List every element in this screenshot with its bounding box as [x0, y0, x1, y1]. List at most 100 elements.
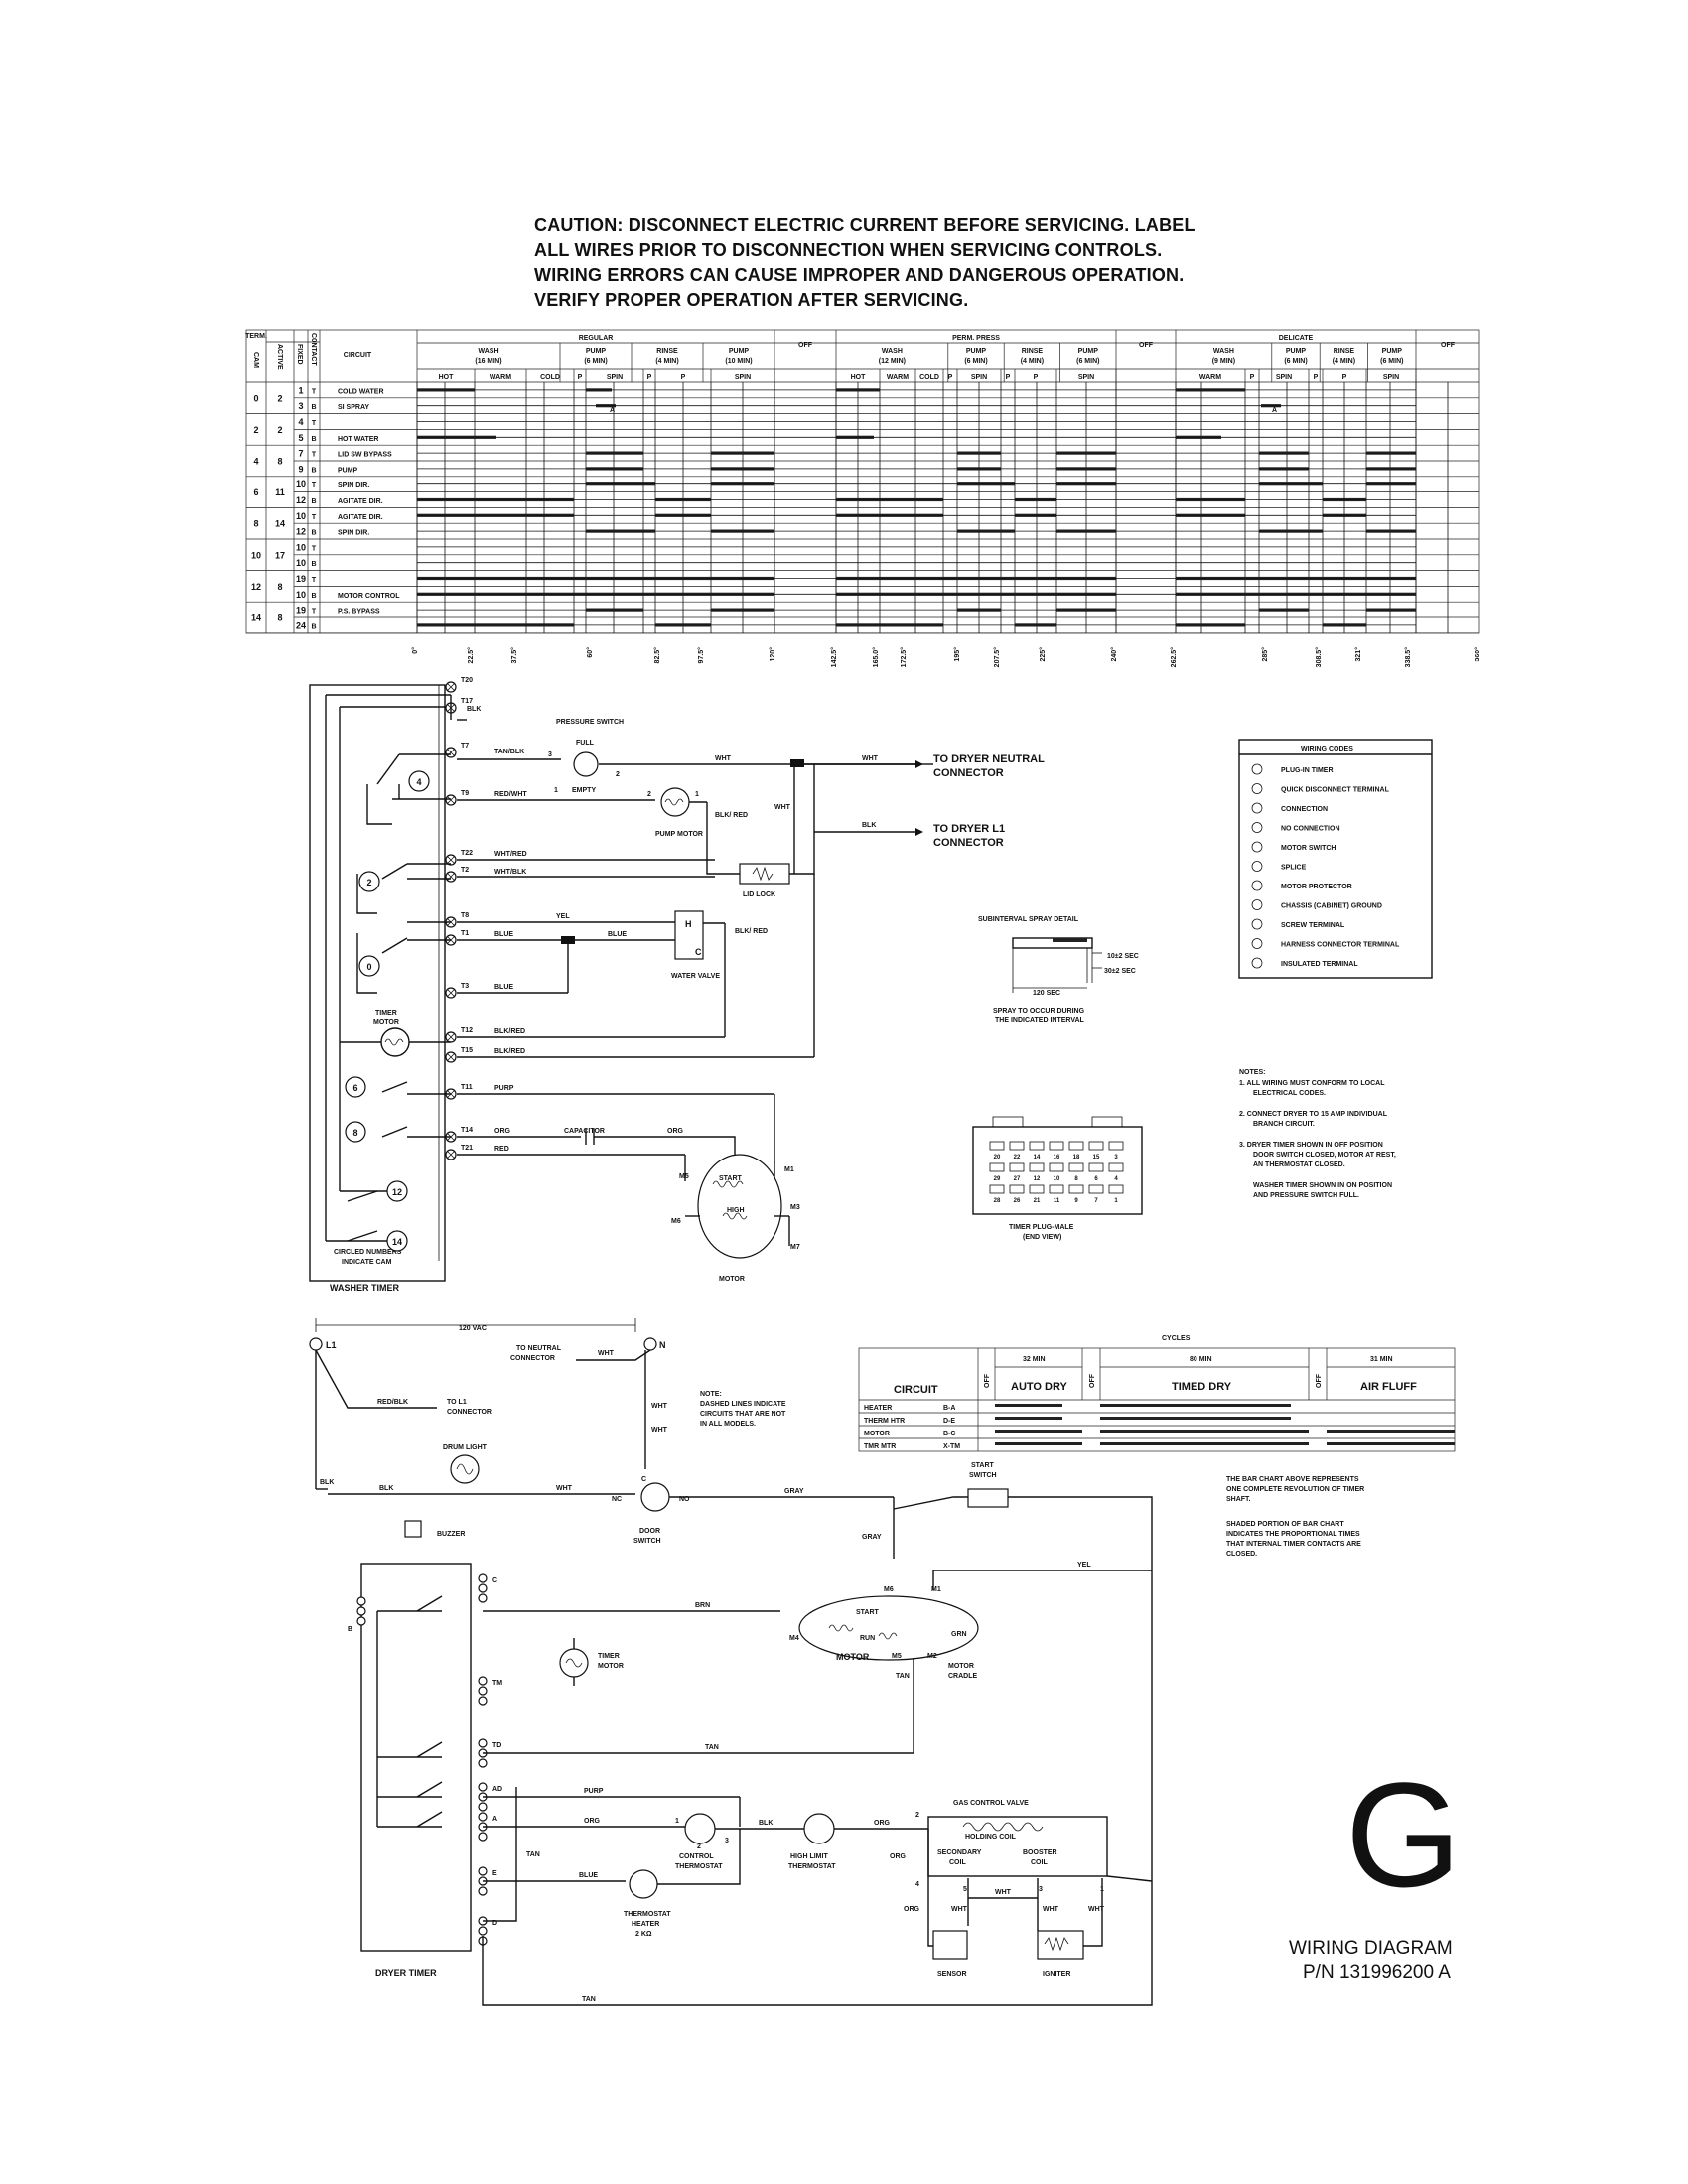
high-label: HIGH	[727, 1207, 745, 1214]
sensor-label: SENSOR	[937, 1971, 967, 1978]
phase-time: (9 MIN)	[1212, 358, 1235, 365]
dryer-terminal-pin	[478, 1812, 488, 1822]
buzzer-icon	[404, 1520, 422, 1538]
dryer-contact-bar	[995, 1442, 1082, 1445]
plug-pin-number: 10	[1054, 1176, 1060, 1182]
plug-pin	[1108, 1184, 1124, 1194]
plug-pin	[989, 1184, 1005, 1194]
plug-pin-number: 9	[1074, 1198, 1078, 1204]
phase-time: (10 MIN)	[725, 358, 752, 365]
fixed-term: 24	[296, 620, 306, 630]
sec-coil-1: SECONDARY	[937, 1849, 982, 1856]
dryer-terminal-pin	[478, 1802, 488, 1812]
wire-blue-3: BLUE	[494, 984, 513, 991]
phase-time: (4 MIN)	[1333, 358, 1355, 365]
to-dryer-l1-1: TO DRYER L1	[933, 823, 1005, 835]
timer-plug-label-2: (END VIEW)	[1023, 1234, 1061, 1241]
plug-pin-number: 4	[1114, 1176, 1118, 1182]
phase-subhead: HOT	[851, 374, 867, 381]
legend-symbol	[1251, 763, 1263, 775]
to-l1-1: TO L1	[447, 1399, 467, 1406]
to-dryer-neutral-2: CONNECTOR	[933, 767, 1004, 779]
phase-name: PUMP	[1286, 348, 1307, 355]
gv-pin-3: 3	[1039, 1886, 1043, 1893]
degree-label: 285°	[1261, 647, 1269, 662]
phase-subhead: SPIN	[1383, 374, 1399, 381]
cam-14: 14	[392, 1237, 402, 1247]
legend-item: SCREW TERMINAL	[1281, 922, 1345, 929]
plug-pin	[1049, 1162, 1064, 1172]
dryer-terminal-label: E	[492, 1870, 497, 1877]
grn: GRN	[951, 1631, 967, 1638]
note-line: 2. CONNECT DRYER TO 15 AMP INDIVIDUAL	[1239, 1111, 1388, 1118]
wire-blue-1: BLUE	[494, 931, 513, 938]
degree-label: 22.5°	[467, 647, 475, 664]
phase-name: PUMP	[1078, 348, 1099, 355]
ct-1: CONTROL	[679, 1853, 714, 1860]
phase-subhead: WARM	[887, 374, 909, 381]
splice-1	[790, 759, 804, 767]
motor-pin-m5: M5	[679, 1173, 689, 1180]
th-3: 2 KΩ	[635, 1931, 652, 1938]
plug-pin	[1029, 1162, 1045, 1172]
dryer-contact-bar	[1100, 1404, 1291, 1407]
wht-4: WHT	[951, 1906, 968, 1913]
legend-item: SPLICE	[1281, 865, 1307, 872]
phase-time: (12 MIN)	[879, 358, 906, 365]
phase-subhead: P	[1034, 374, 1039, 381]
contact-pos: T	[312, 482, 317, 489]
contact-pos: B	[311, 467, 316, 474]
degree-label: 308.5°	[1315, 647, 1323, 668]
plug-pin	[1049, 1184, 1064, 1194]
degree-label: 142.5°	[830, 647, 838, 668]
phase-name: WASH	[882, 348, 903, 355]
ps-pin-2: 2	[616, 771, 620, 778]
cam-12: 12	[392, 1187, 402, 1197]
degree-label: 262.5°	[1170, 647, 1178, 668]
dryer-motor-label: MOTOR	[836, 1652, 870, 1662]
dm-pin-m1: M1	[931, 1586, 941, 1593]
dryer-contact-bar	[995, 1430, 1082, 1433]
cam-4: 4	[416, 777, 421, 787]
wire-wht-red: WHT/RED	[494, 851, 527, 858]
degree-label: 97.5°	[697, 647, 705, 664]
phase-subhead: P	[578, 374, 583, 381]
legend-item: QUICK DISCONNECT TERMINAL	[1281, 787, 1390, 794]
cam-number: 6	[253, 487, 258, 497]
cam-switches	[326, 753, 451, 1242]
cam-number: 12	[251, 582, 261, 592]
vac-label: 120 VAC	[459, 1325, 487, 1332]
legend-item: CHASSIS (CABINET) GROUND	[1281, 903, 1382, 910]
contact-pos: B	[311, 593, 316, 600]
cycle-off-1: OFF	[798, 342, 813, 349]
dryer-timer-box	[360, 1563, 472, 1952]
wht-6: WHT	[1043, 1906, 1059, 1913]
wiring-codes-title: WIRING CODES	[1301, 746, 1353, 752]
dryer-terminal-pin	[478, 1926, 488, 1936]
timer-motor-label-2: MOTOR	[373, 1019, 399, 1025]
legend-item: MOTOR SWITCH	[1281, 845, 1336, 852]
plug-pin-number: 22	[1014, 1155, 1021, 1160]
legend-symbol	[1251, 899, 1263, 910]
washer-terminal-label: T22	[461, 850, 473, 857]
cam-4-circle	[408, 770, 430, 792]
cycle-perm-press: PERM. PRESS	[952, 335, 1000, 341]
washer-timer-box	[309, 684, 446, 1282]
term-header: TERM.	[245, 333, 267, 340]
caution-line-1: CAUTION: DISCONNECT ELECTRIC CURRENT BEF…	[534, 215, 1196, 235]
phase-name: WASH	[479, 348, 499, 355]
l1-terminal	[309, 1337, 323, 1351]
contact-pos: T	[312, 420, 317, 427]
motor-cradle-1: MOTOR	[948, 1663, 974, 1670]
tan-3: TAN	[526, 1851, 540, 1858]
phase-subhead: COLD	[540, 374, 560, 381]
tan-4: TAN	[582, 1996, 596, 2003]
shaded-note: INDICATES THE PROPORTIONAL TIMES	[1226, 1531, 1360, 1538]
wire-blk: BLK	[467, 706, 481, 713]
plug-pin-number: 8	[1074, 1176, 1078, 1182]
cycle-off-3: OFF	[1441, 342, 1456, 349]
bar-chart-note: ONE COMPLETE REVOLUTION OF TIMER	[1226, 1486, 1364, 1493]
dashed-note-1: NOTE:	[700, 1391, 722, 1398]
